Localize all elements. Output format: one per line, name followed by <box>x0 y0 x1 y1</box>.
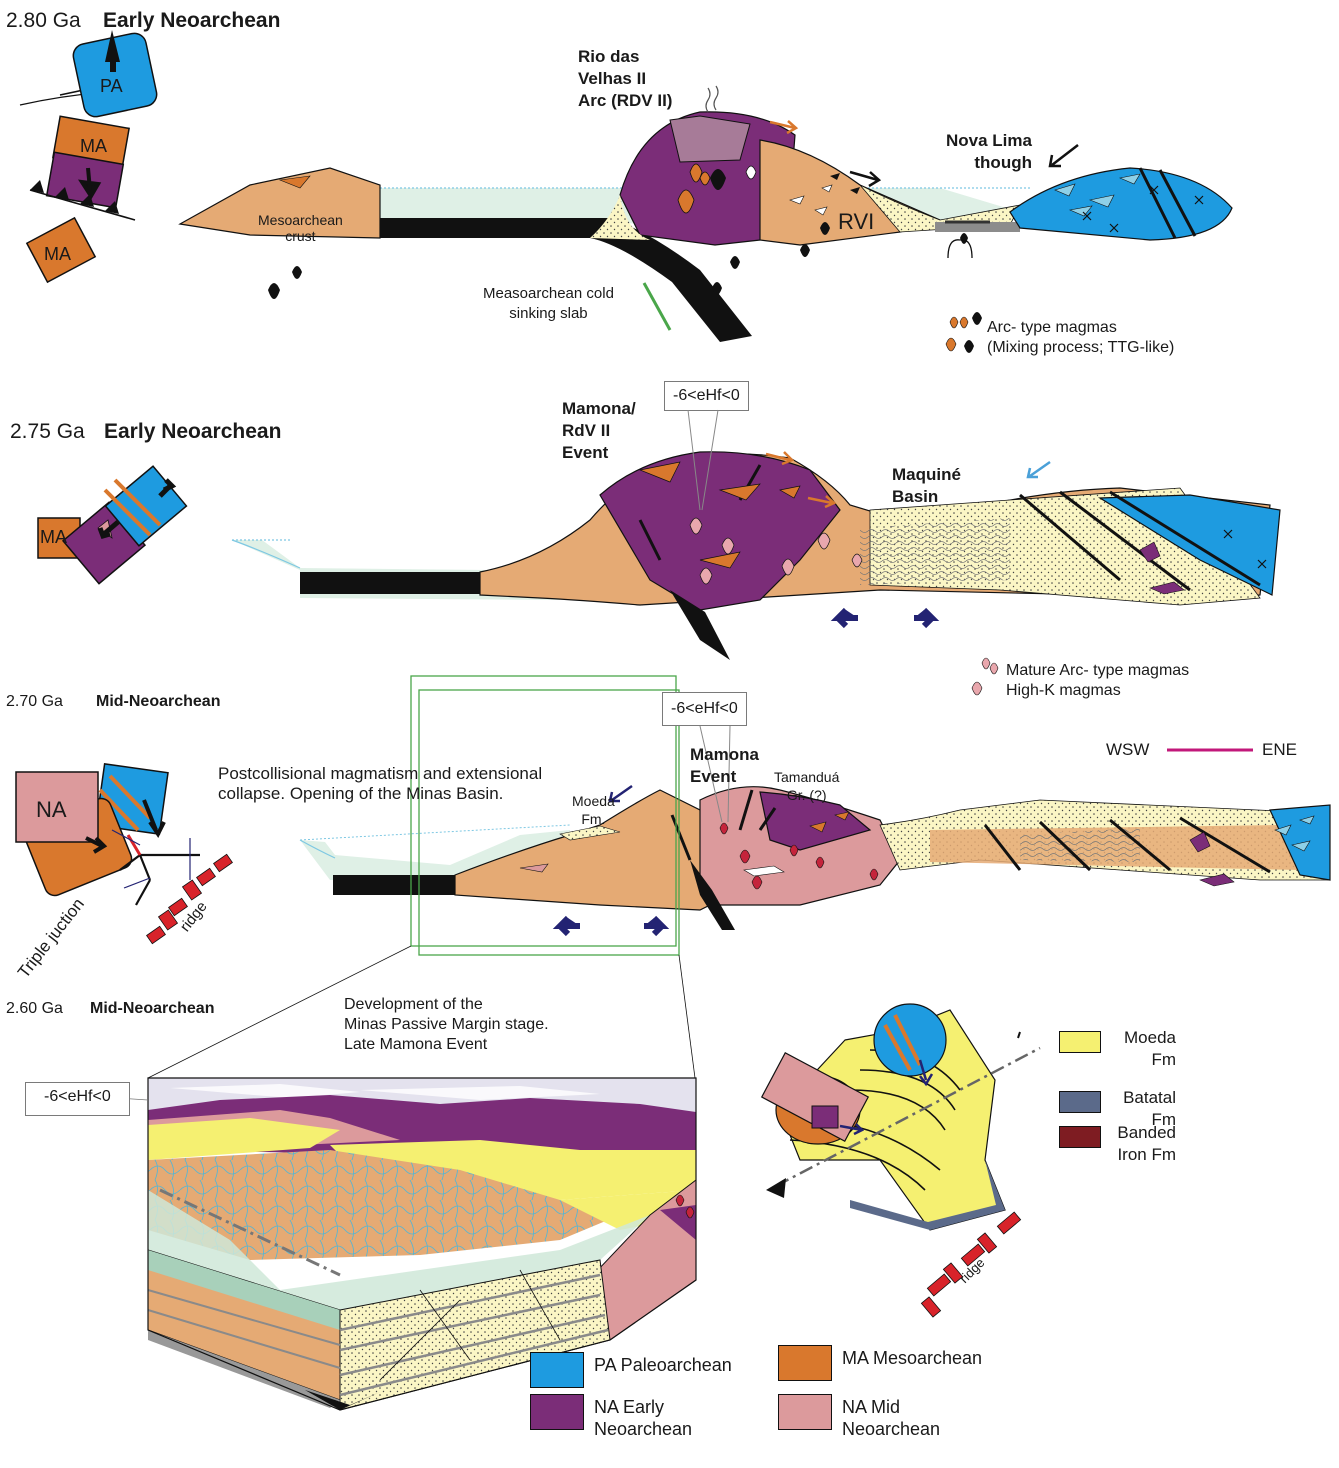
profile-right-label: ENE <box>1262 740 1297 760</box>
age-legend-label: MA Mesoarchean <box>842 1347 982 1369</box>
age-legend-swatch <box>778 1345 832 1381</box>
panel4-age: 2.60 Ga <box>6 999 63 1019</box>
profile-left-label: WSW <box>1106 740 1149 760</box>
age-legend-label: PA Paleoarchean <box>594 1354 732 1376</box>
hf-label-4: -6<eHf<0 <box>25 1082 130 1116</box>
age-legend-label: NA Early Neoarchean <box>594 1396 692 1440</box>
tamandua-label: Tamanduá Gr. (?) <box>774 768 839 804</box>
event-label-3: Mamona Event <box>690 744 759 788</box>
stage-text: Development of the Minas Passive Margin … <box>344 995 549 1055</box>
formation-swatch <box>1059 1031 1101 1053</box>
age-legend-swatch <box>530 1394 584 1430</box>
formation-label: Banded Iron Fm <box>1100 1122 1176 1166</box>
formation-swatch <box>1059 1126 1101 1148</box>
panel4-title: Mid-Neoarchean <box>90 999 214 1019</box>
formation-label: Moeda Fm <box>1100 1027 1176 1071</box>
age-legend-label: NA Mid Neoarchean <box>842 1396 940 1440</box>
age-legend-swatch <box>778 1394 832 1430</box>
age-legend-swatch <box>530 1352 584 1388</box>
formation-swatch <box>1059 1091 1101 1113</box>
